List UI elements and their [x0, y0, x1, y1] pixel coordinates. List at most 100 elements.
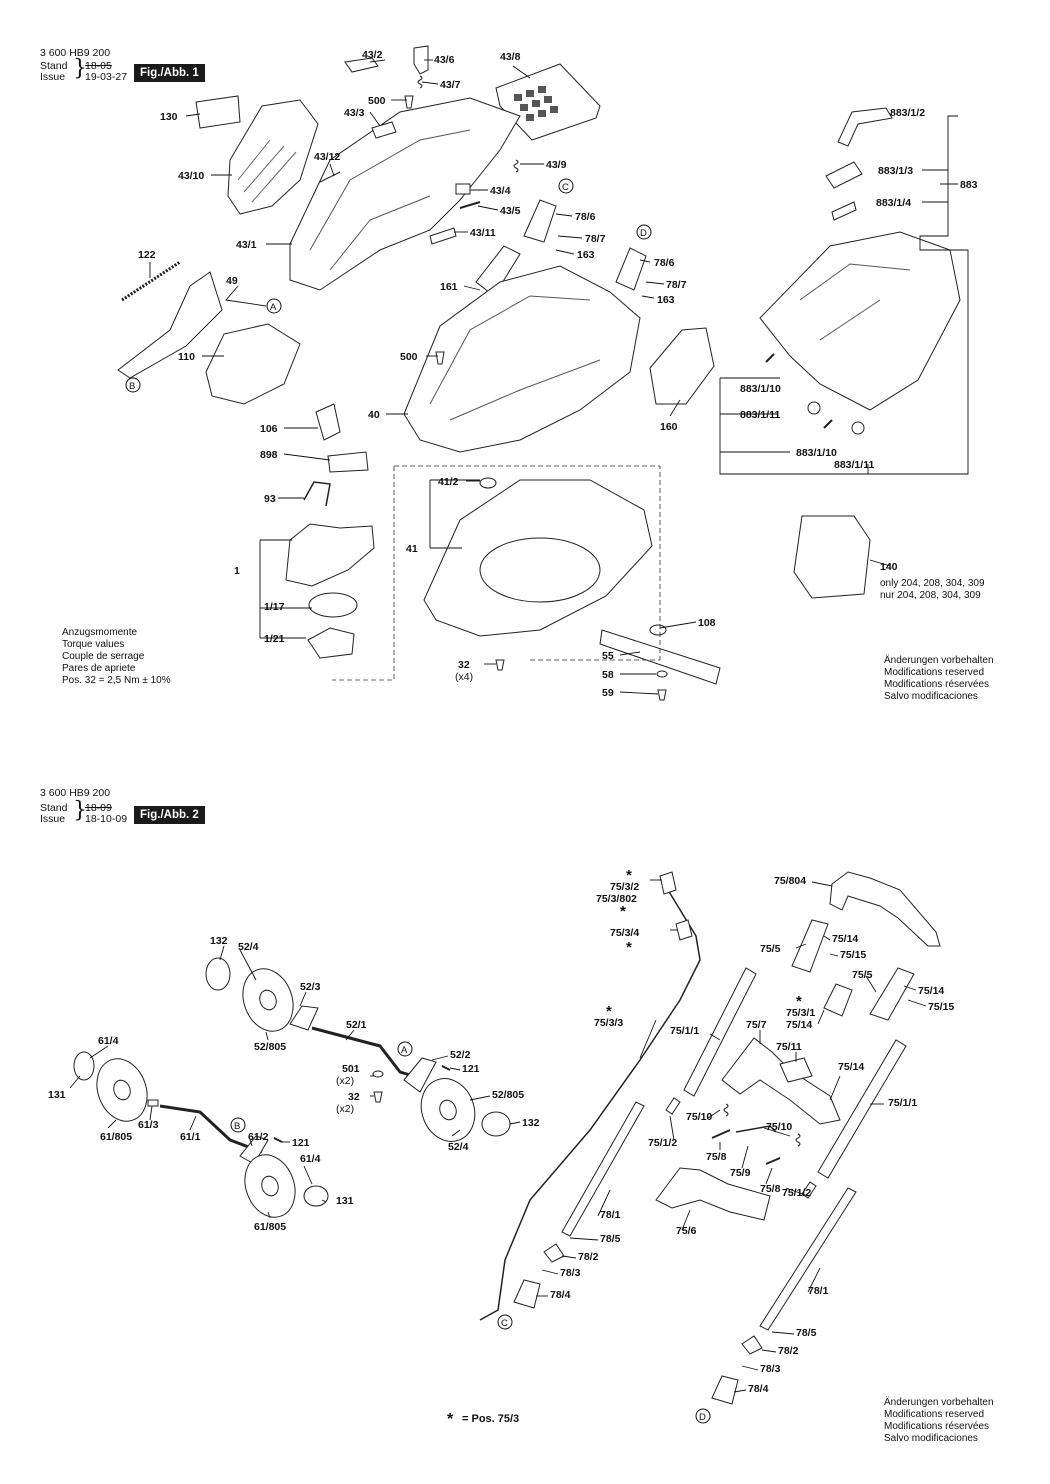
fig1-leaders	[149, 59, 891, 695]
part-43-1	[289, 97, 521, 291]
label-52-4-a: 52/4	[238, 941, 259, 953]
fig2-footnote-star: *	[447, 1411, 454, 1428]
label-75-3-802: 75/3/802	[596, 893, 637, 905]
label-78-7-b: 78/7	[666, 279, 687, 291]
label-55: 55	[602, 650, 614, 662]
label-61-805-a: 61/805	[100, 1131, 132, 1143]
label-75-14-c: 75/14	[786, 1019, 812, 1031]
label-52-3: 52/3	[300, 981, 321, 993]
fig2-callout-b	[230, 1117, 246, 1133]
part-121-a	[441, 1065, 451, 1071]
label-883: 883	[960, 179, 978, 191]
part-501-washer	[372, 1070, 384, 1078]
part-883-1-3	[825, 161, 863, 189]
label-75-1-1-a: 75/1/1	[670, 1025, 699, 1037]
label-108: 108	[698, 617, 716, 629]
fig2-callouts: A B C D	[230, 1041, 711, 1424]
part-75-3-1	[823, 983, 853, 1017]
part-61-805-b-hub	[261, 1175, 279, 1197]
label-131-a: 131	[48, 1089, 66, 1101]
star-3: *	[626, 939, 632, 956]
label-1-21: 1/21	[264, 633, 285, 645]
part-898	[327, 451, 369, 473]
part-61-3	[147, 1099, 159, 1107]
label-140: 140	[880, 561, 898, 573]
part-140	[793, 515, 871, 599]
star-2: *	[620, 903, 626, 920]
fig1-badge: Fig./Abb. 1	[134, 64, 205, 82]
label-131-b: 131	[336, 1195, 354, 1207]
part-43-7-spring	[417, 75, 423, 89]
part-75-3-2	[659, 871, 677, 895]
fig1-brackets	[259, 115, 969, 681]
label-501: 501	[342, 1063, 360, 1075]
label-75-14-b: 75/14	[918, 985, 944, 997]
part-43-1-inner	[309, 129, 471, 271]
torque-line-5: Pos. 32 = 2,5 Nm ± 10%	[62, 675, 171, 686]
label-78-2-a: 78/2	[578, 1251, 599, 1263]
label-132-b: 132	[522, 1117, 540, 1129]
part-75-8-a	[711, 1129, 731, 1139]
part-43-3	[371, 121, 397, 139]
part-132-a	[205, 957, 231, 991]
part-883-1-10b	[823, 419, 833, 429]
part-41-2	[479, 477, 497, 489]
part-40-inner	[429, 295, 601, 421]
star-5: *	[796, 993, 802, 1010]
part-43-10-mesh	[237, 139, 297, 203]
label-78-6-a: 78/6	[575, 211, 596, 223]
part-1-17-fan	[308, 592, 358, 618]
label-78-4-b: 78/4	[748, 1383, 769, 1395]
part-883-1-11a	[807, 401, 821, 415]
part-40	[403, 265, 641, 453]
label-500-b: 500	[400, 351, 418, 363]
part-78-4-a	[513, 1279, 541, 1309]
part-75-9	[735, 1125, 777, 1133]
fig1-issue-date: 19-03-27	[85, 71, 128, 83]
fig2-callout-a-text: A	[401, 1045, 408, 1056]
fig1-issue-label: Issue	[40, 71, 66, 83]
part-131-a	[73, 1051, 95, 1081]
fig2-callout-a	[397, 1041, 413, 1057]
label-32: 32	[458, 659, 470, 671]
part-43-9-spring	[513, 159, 519, 173]
torque-line-1: Anzugsmomente	[62, 627, 138, 638]
label-75-14-d: 75/14	[838, 1061, 864, 1073]
part-1-motor	[285, 523, 375, 587]
label-61-3: 61/3	[138, 1119, 159, 1131]
label-883-1-11-a: 883/1/11	[740, 409, 780, 421]
label-43-8: 43/8	[500, 51, 521, 63]
part-75-3-3-cable	[479, 889, 701, 1321]
fig1-callout-b	[125, 377, 141, 393]
label-500-a: 500	[368, 95, 386, 107]
part-75-3-4	[675, 919, 693, 941]
fig1-callouts: A B C D	[125, 178, 652, 393]
label-43-6: 43/6	[434, 54, 455, 66]
fig2-stand-date: 18-09	[85, 802, 112, 814]
label-61-4-a: 61/4	[98, 1035, 119, 1047]
label-52-805-a: 52/805	[254, 1041, 286, 1053]
label-75-15-b: 75/15	[928, 1001, 954, 1013]
label-61-2: 61/2	[248, 1131, 269, 1143]
fig1-callout-d-text: D	[640, 228, 647, 239]
part-1-21-belt	[307, 627, 355, 659]
fig2-callout-d	[695, 1408, 711, 1424]
part-78-6-d	[615, 247, 647, 291]
label-883-1-4: 883/1/4	[876, 197, 911, 209]
part-52-805-a-hub	[259, 989, 277, 1011]
label-75-3-4: 75/3/4	[610, 927, 639, 939]
part-106	[315, 403, 341, 441]
part-58	[656, 670, 668, 678]
part-49	[117, 271, 223, 379]
fig1-doc-number: 3 600 HB9 200	[40, 47, 111, 59]
label-883-1-2: 883/1/2	[890, 107, 925, 119]
fig1-stand-date: 18-05	[85, 60, 112, 72]
label-43-11: 43/11	[470, 227, 496, 239]
part-883-1-4	[831, 201, 857, 221]
label-75-8-a: 75/8	[706, 1151, 727, 1163]
part-75-1-2-a	[665, 1097, 681, 1115]
fig1-only-note: only 204, 208, 304, 309 nur 204, 208, 30…	[880, 578, 985, 602]
label-52-1: 52/1	[346, 1019, 367, 1031]
part-78-2-b	[741, 1335, 763, 1355]
part-78-4-b	[711, 1375, 739, 1405]
